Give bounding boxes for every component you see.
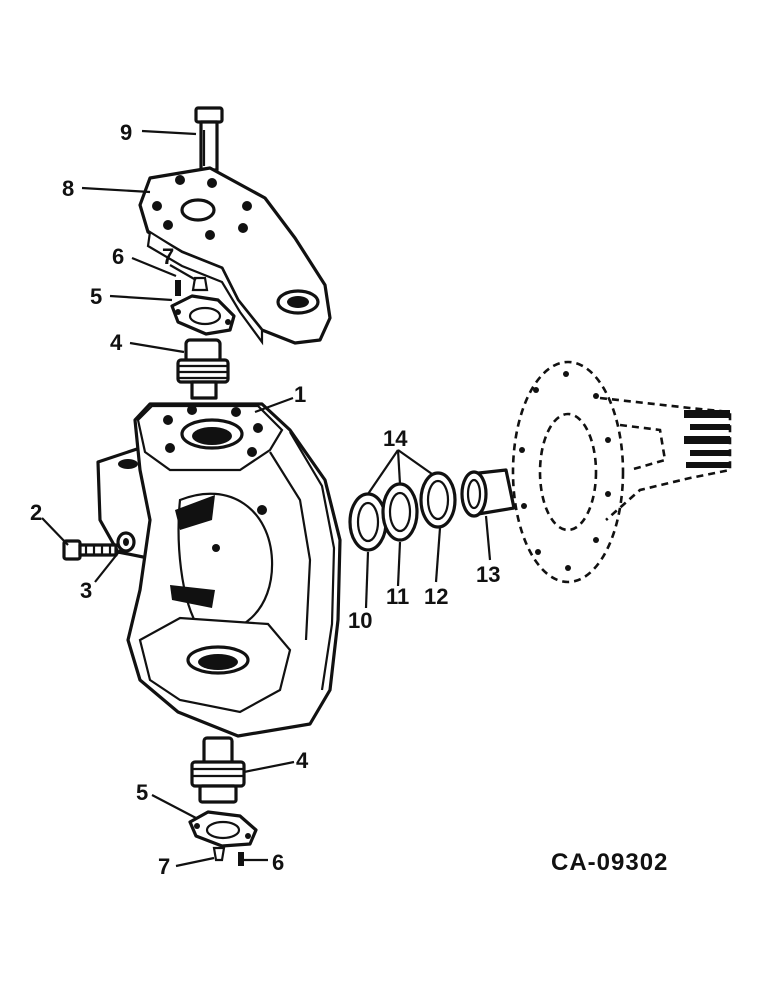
part-10-seal [348,492,388,552]
part-6-screw-top [175,280,181,296]
part-8-steering-arm [138,166,332,346]
part-4-kingpin-top [176,338,230,400]
callout-14: 14 [383,426,408,451]
callout-1: 1 [294,382,306,407]
callout-9: 9 [120,120,132,145]
part-7-grease-fitting-top [191,276,209,292]
callout-5-bottom: 5 [136,780,148,805]
callout-12: 12 [424,584,448,609]
part-12-ring [419,471,457,529]
part-5-gasket-bottom [188,810,258,848]
part-3-washer [116,531,136,553]
leader-lines [41,129,492,868]
part-13-bushing [460,468,516,518]
callout-11: 11 [386,584,409,609]
spindle-reference [511,360,732,584]
callout-6-top: 6 [112,244,124,269]
part-4-kingpin-bottom [190,736,246,804]
callout-2: 2 [30,500,42,525]
callout-7-bottom: 7 [158,854,170,879]
callouts: 9 8 6 7 5 4 1 14 2 3 10 11 12 13 4 5 7 6… [30,120,668,879]
callout-13: 13 [476,562,500,587]
part-11-ring [381,482,419,542]
part-1-steering-knuckle [96,402,342,738]
part-2-bolt [62,539,118,561]
part-7-grease-fitting-bottom [212,846,226,862]
part-6-screw-bottom [238,852,244,866]
part-5-gasket-top [170,294,236,336]
callout-5-top: 5 [90,284,102,309]
drawing-code: CA-09302 [551,849,668,876]
callout-6-bottom: 6 [272,850,284,875]
callout-7-top: 7 [162,244,174,269]
callout-4-top: 4 [110,330,123,355]
callout-10: 10 [348,608,372,633]
callout-3: 3 [80,578,92,603]
callout-8: 8 [62,176,74,201]
callout-4-bottom: 4 [296,748,309,773]
part-9-bolt [194,106,224,172]
